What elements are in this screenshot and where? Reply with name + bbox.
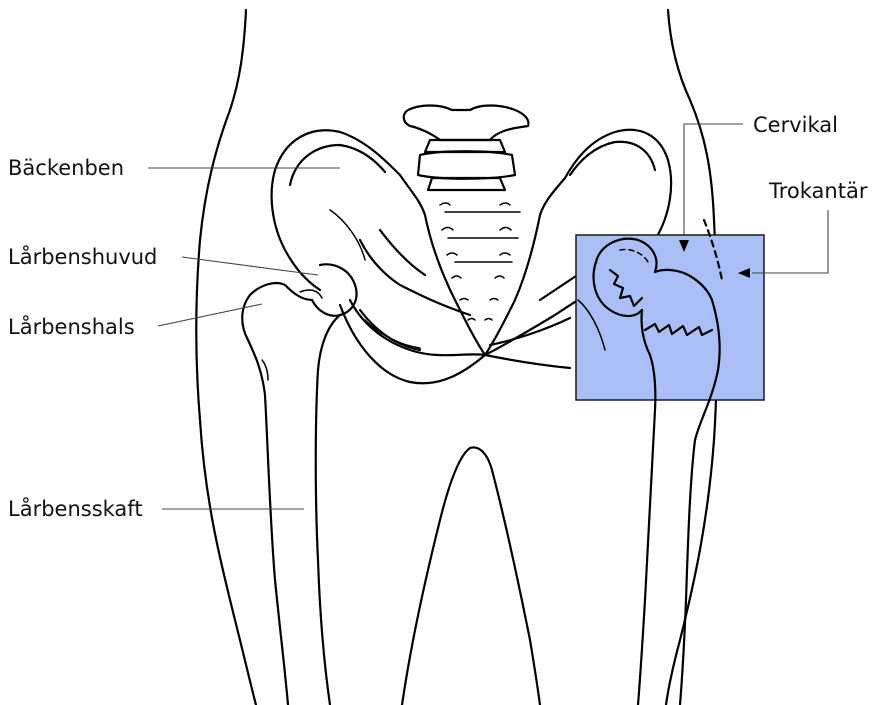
femoral-head-leader: [182, 257, 318, 275]
left-femur: [242, 264, 356, 705]
label-femoral-neck: Lårbenshals: [8, 314, 135, 339]
label-cervical: Cervikal: [753, 113, 838, 137]
label-trochanteric: Trokantär: [768, 179, 868, 203]
label-femoral-shaft: Lårbensskaft: [8, 496, 143, 521]
sacrum: [400, 175, 565, 355]
label-femoral-head: Lårbenshuvud: [8, 244, 157, 269]
label-pelvis: Bäckenben: [8, 156, 124, 180]
spine: [404, 106, 529, 191]
femoral-neck-leader: [158, 304, 262, 326]
fracture-highlight-box: [576, 235, 764, 400]
